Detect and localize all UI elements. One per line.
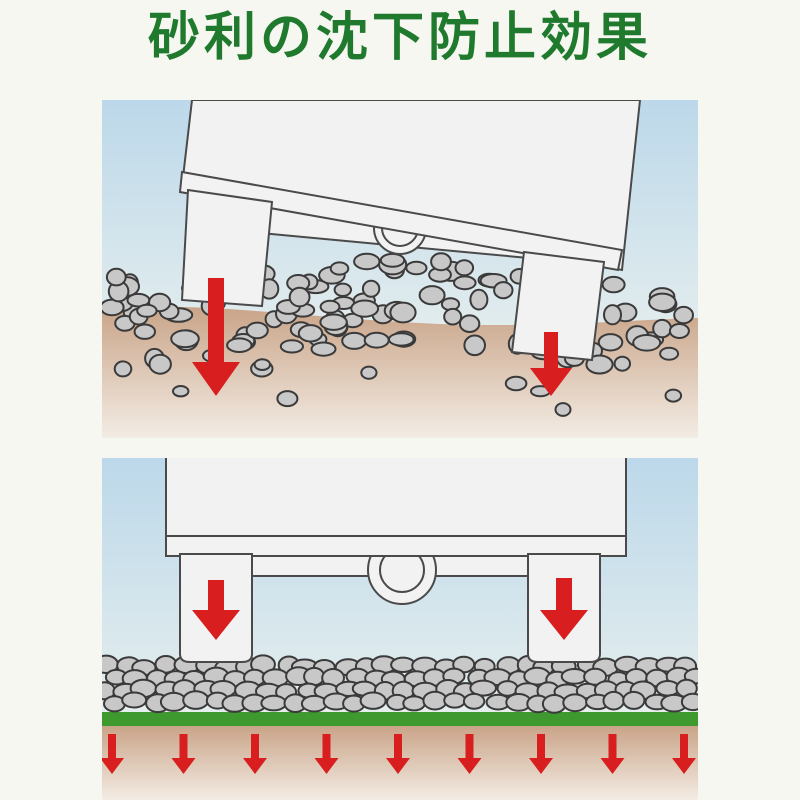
gravel-stone bbox=[148, 353, 172, 375]
gravel-stone bbox=[353, 252, 381, 271]
gravel-stone bbox=[504, 375, 528, 392]
gravel-stone bbox=[601, 275, 626, 294]
gravel-stone bbox=[613, 355, 631, 372]
gravel-stone bbox=[603, 304, 622, 326]
gravel-stone bbox=[113, 360, 133, 378]
gravel-stone bbox=[276, 390, 299, 408]
gravel-stone bbox=[648, 292, 677, 313]
gravel-stone bbox=[133, 323, 156, 340]
gravel-stone bbox=[463, 334, 487, 357]
gravel-stone bbox=[359, 691, 387, 710]
gravel-stone bbox=[245, 321, 269, 340]
gravel-stone bbox=[341, 331, 368, 350]
page-title: 砂利の沈下防止効果 bbox=[147, 8, 652, 68]
gravel-stone bbox=[105, 267, 127, 287]
gravel-stone bbox=[469, 679, 498, 697]
mat bbox=[102, 712, 698, 726]
gravel-stone bbox=[673, 305, 694, 325]
gravel-stone bbox=[279, 339, 304, 354]
spread-load-arrows bbox=[102, 734, 696, 774]
gravel-stone bbox=[360, 365, 378, 380]
gravel-stone bbox=[121, 691, 148, 709]
gravel-stone bbox=[172, 385, 190, 398]
gravel-stone bbox=[602, 690, 625, 711]
gravel-stone bbox=[405, 260, 428, 276]
gravel-stone bbox=[260, 694, 287, 712]
gravel-stone bbox=[462, 692, 486, 710]
gravel-stone bbox=[664, 388, 683, 403]
down-arrow-left-foot bbox=[192, 580, 240, 640]
gravel-bed bbox=[102, 252, 694, 417]
mat-illustration bbox=[102, 458, 698, 800]
gravel-stone bbox=[453, 275, 477, 291]
soil bbox=[102, 306, 698, 438]
storage-unit bbox=[178, 100, 642, 362]
gravel-stone bbox=[443, 307, 463, 326]
unit-base-band bbox=[165, 535, 627, 557]
gravel-stone bbox=[422, 690, 448, 711]
gravel-stone bbox=[469, 288, 489, 311]
gravel-stone bbox=[363, 331, 390, 349]
gravel-stone bbox=[170, 329, 200, 349]
gravel-stone bbox=[454, 259, 475, 277]
gravel-stone bbox=[303, 666, 326, 687]
down-arrow-small bbox=[386, 734, 410, 774]
gravel-stone bbox=[680, 692, 698, 712]
down-arrow-small bbox=[457, 734, 482, 774]
gravel-stone bbox=[389, 301, 417, 324]
unit-body bbox=[180, 100, 642, 272]
gravel-stone bbox=[300, 694, 328, 713]
gravel-stone bbox=[379, 252, 406, 268]
gravel-stone bbox=[493, 281, 514, 300]
unit-base-band bbox=[178, 170, 624, 272]
sinking-illustration bbox=[102, 100, 698, 438]
down-arrow-large bbox=[192, 278, 240, 396]
gravel-stone bbox=[418, 285, 446, 306]
gravel-stone bbox=[562, 693, 588, 713]
down-arrow-small bbox=[243, 734, 267, 774]
gravel-stone bbox=[402, 695, 426, 712]
down-arrow-right-foot bbox=[540, 578, 588, 640]
down-arrow-small bbox=[102, 734, 124, 774]
right-foot bbox=[510, 250, 606, 362]
gravel-stone bbox=[310, 341, 337, 357]
gravel-stone bbox=[554, 402, 572, 417]
down-arrow-medium bbox=[530, 332, 572, 396]
down-arrow-small bbox=[314, 734, 339, 774]
gravel-stone bbox=[388, 332, 415, 347]
gravel-stone bbox=[668, 323, 690, 339]
gravel-stone bbox=[136, 303, 158, 318]
gravel-stone bbox=[319, 299, 341, 314]
gravel-stone bbox=[361, 279, 381, 298]
down-arrow-small bbox=[600, 734, 625, 774]
gravel-stone bbox=[659, 346, 680, 361]
gravel-stone bbox=[652, 318, 672, 339]
gravel-stone bbox=[329, 261, 350, 276]
gravel-stone bbox=[350, 299, 380, 318]
gravel-stone bbox=[622, 690, 646, 710]
gravel-stone bbox=[182, 690, 210, 710]
gravel-stone bbox=[597, 333, 624, 352]
gravel-stone bbox=[443, 692, 467, 709]
left-foot bbox=[180, 188, 274, 308]
gravel-stone bbox=[226, 337, 253, 353]
panel-with-mat bbox=[102, 458, 698, 800]
unit-body bbox=[165, 458, 627, 537]
gravel-stone bbox=[541, 694, 567, 714]
panel-without-mat bbox=[102, 100, 698, 438]
gravel-layer bbox=[102, 654, 698, 714]
gravel-stone bbox=[288, 286, 311, 308]
gravel-stone bbox=[297, 324, 324, 343]
gravel-stone bbox=[319, 313, 348, 331]
gravel-stone bbox=[430, 252, 452, 272]
down-arrow-small bbox=[171, 734, 196, 774]
gravel-stone bbox=[458, 314, 481, 333]
gravel-stone bbox=[333, 282, 353, 298]
gravel-stone bbox=[253, 358, 272, 372]
down-arrow-small bbox=[672, 734, 696, 774]
down-arrow-small bbox=[529, 734, 553, 774]
gravel-stone bbox=[632, 334, 662, 352]
